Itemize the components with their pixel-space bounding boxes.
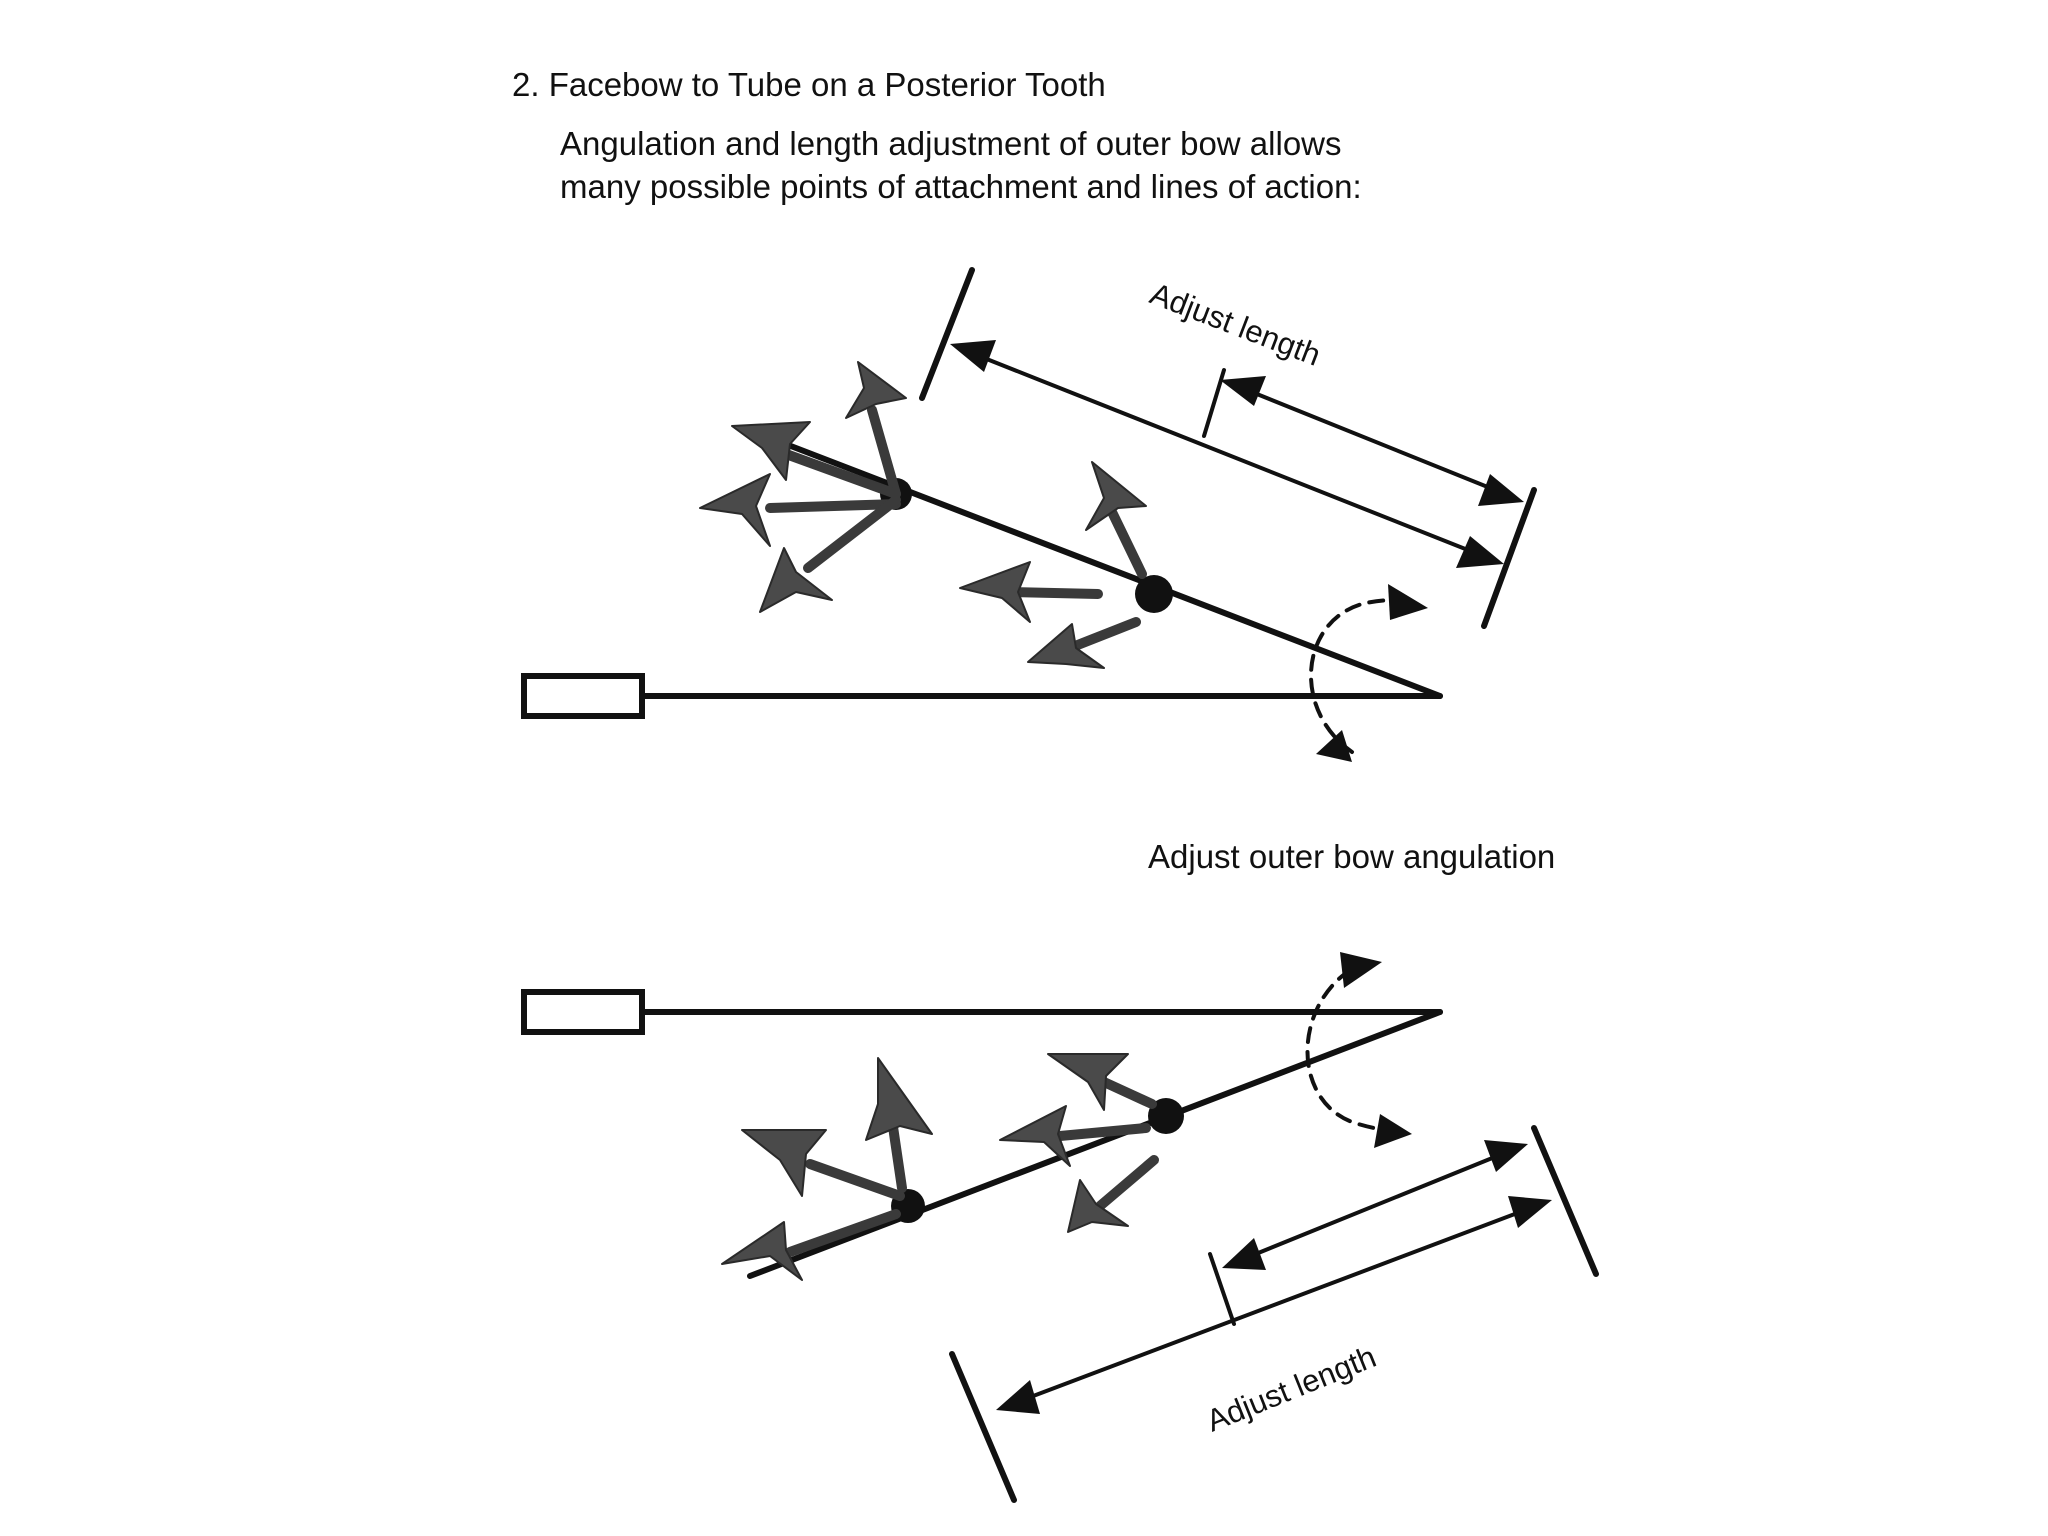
diagram-description: Angulation and length adjustment of oute… [560, 122, 1362, 208]
arrow-head [1220, 376, 1266, 406]
diagram-title: 2. Facebow to Tube on a Posterior Tooth [512, 66, 1106, 103]
force-arrows-top-1 [699, 361, 907, 613]
tube-top [521, 673, 645, 719]
force-arrow-head [1085, 461, 1147, 531]
arc-arrow-head [1316, 730, 1352, 762]
arrow-head [996, 1380, 1040, 1414]
force-shaft [1055, 1123, 1151, 1141]
force-shaft [803, 495, 901, 573]
force-shaft [1005, 587, 1103, 599]
force-arrows-top-2 [959, 461, 1147, 669]
length-tick [1208, 1252, 1236, 1326]
description-line-1: Angulation and length adjustment of oute… [560, 125, 1342, 162]
adjust-length-bottom: Adjust length [949, 1125, 1599, 1503]
attachment-point-bottom-2 [1148, 1098, 1184, 1134]
force-shaft [1099, 1077, 1157, 1109]
force-shaft [887, 1115, 907, 1193]
length-arrow-long [962, 348, 1490, 560]
length-arrow-short [1230, 382, 1512, 498]
force-shaft [805, 1159, 905, 1201]
force-shaft [1107, 507, 1147, 579]
length-tick [1481, 487, 1537, 629]
length-tick [1202, 368, 1226, 438]
force-arrow-head [699, 473, 771, 547]
force-shaft [765, 499, 901, 513]
length-arrow-short [1234, 1148, 1514, 1264]
force-shaft [867, 405, 901, 499]
force-shaft [1065, 617, 1141, 653]
tube-bottom [521, 989, 645, 1035]
length-tick [919, 267, 975, 401]
force-arrow-head [845, 361, 907, 419]
arc-arrow-head [1388, 584, 1428, 620]
arrow-head [950, 340, 996, 372]
arrow-head [1508, 1196, 1552, 1228]
outer-bow-top-line [767, 435, 1443, 699]
force-shaft [1095, 1155, 1159, 1211]
force-shaft [781, 449, 901, 499]
force-arrow-head [1047, 1053, 1129, 1111]
angulation-label: Adjust outer bow angulation [1148, 838, 1556, 875]
force-arrow-head [759, 547, 833, 613]
force-arrow-head [865, 1057, 933, 1141]
force-arrow-head [741, 1129, 827, 1197]
force-arrows-bottom-1 [721, 1057, 933, 1281]
force-arrow-head [1067, 1179, 1129, 1233]
length-arrow-long [1010, 1204, 1538, 1406]
force-arrow-head [721, 1221, 803, 1281]
force-arrow-head [1027, 623, 1105, 669]
force-arrow-head [999, 1105, 1071, 1167]
arrow-head [1456, 536, 1504, 568]
description-line-2: many possible points of attachment and l… [560, 168, 1362, 205]
force-arrow-head [731, 421, 811, 481]
length-tick [949, 1351, 1017, 1503]
top-diagram: Adjust length [521, 267, 1537, 762]
force-arrows-bottom-2 [999, 1053, 1159, 1233]
arc-arrow-head [1340, 952, 1382, 988]
arrow-head [1478, 474, 1524, 506]
outer-bow-bottom [747, 1009, 1443, 1279]
bottom-diagram: Adjust length [521, 952, 1599, 1503]
length-tick [1531, 1125, 1599, 1277]
force-arrow-head [959, 561, 1031, 623]
adjust-length-top-label: Adjust length [1145, 276, 1325, 373]
attachment-point-top-2 [1135, 575, 1173, 613]
adjust-length-bottom-label: Adjust length [1202, 1339, 1381, 1439]
arrow-head [1222, 1238, 1266, 1270]
arc-arrow-head [1374, 1114, 1412, 1148]
arrow-head [1484, 1140, 1528, 1172]
angulation-arc-bottom [1305, 968, 1398, 1134]
force-shaft [785, 1209, 901, 1257]
angulation-arc-top [1309, 598, 1416, 754]
